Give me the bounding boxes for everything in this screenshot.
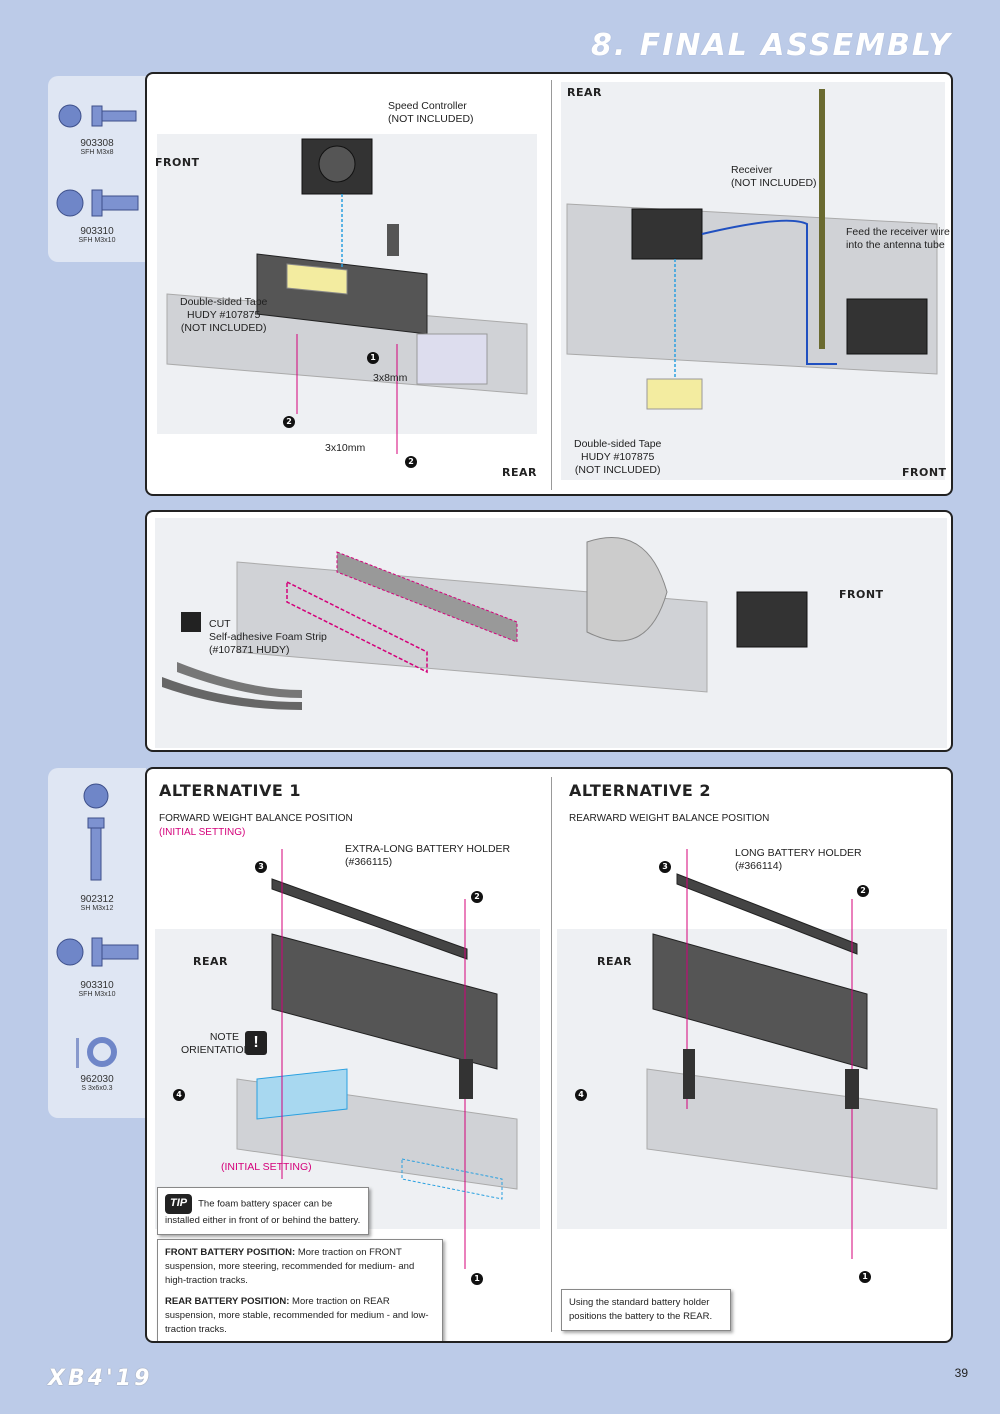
part-902312: 902312 SH M3x12 bbox=[48, 894, 146, 912]
step-badge: 1 bbox=[859, 1271, 871, 1283]
front-position-text: FRONT BATTERY POSITION: More traction on… bbox=[165, 1247, 415, 1286]
section-title: 8. FINAL ASSEMBLY bbox=[591, 28, 952, 63]
alt2-title: ALTERNATIVE 2 bbox=[569, 781, 712, 800]
step-badge: 2 bbox=[471, 891, 483, 903]
warning-icon: ! bbox=[245, 1031, 267, 1055]
panel-foam-strip: FRONT CUT Self-adhesive Foam Strip (#107… bbox=[145, 510, 953, 752]
part-desc: SFH M3x10 bbox=[78, 237, 116, 244]
alt1-title: ALTERNATIVE 1 bbox=[159, 781, 302, 800]
alt2-subtitle: REARWARD WEIGHT BALANCE POSITION bbox=[569, 813, 770, 824]
rear-label: REAR bbox=[193, 955, 228, 968]
step-badge: 1 bbox=[471, 1273, 483, 1285]
tape-label: Double-sided Tape HUDY #107875 (NOT INCL… bbox=[180, 296, 268, 335]
part-desc: SFH M3x8 bbox=[80, 149, 114, 156]
part-code: 903310 bbox=[80, 226, 114, 237]
rear-label-alt2: REAR bbox=[597, 955, 632, 968]
screw-icons-top bbox=[56, 104, 139, 217]
part-code: 903308 bbox=[80, 138, 114, 149]
page-number: 39 bbox=[954, 1366, 968, 1380]
screw-icons-bottom bbox=[56, 783, 139, 1068]
step-badge: 4 bbox=[575, 1089, 587, 1101]
rear-label: REAR bbox=[502, 466, 537, 479]
part-962030: 962030 S 3x6x0.3 bbox=[48, 1074, 146, 1092]
initial-setting-label: (INITIAL SETTING) bbox=[221, 1161, 312, 1173]
panel-battery-alternatives: ALTERNATIVE 1 FORWARD WEIGHT BALANCE POS… bbox=[145, 767, 953, 1343]
alt2-holder-label: LONG BATTERY HOLDER (#366114) bbox=[735, 847, 862, 873]
feed-wire-label: Feed the receiver wire into the antenna … bbox=[846, 226, 950, 252]
part-desc: SFH M3x10 bbox=[78, 991, 116, 998]
part-903308: 903308 SFH M3x8 bbox=[48, 138, 146, 156]
front-label: FRONT bbox=[839, 588, 884, 601]
part-code: 962030 bbox=[80, 1074, 114, 1085]
step-badge: 3 bbox=[255, 861, 267, 873]
panel-divider bbox=[551, 80, 552, 490]
alt1-initial-setting: (INITIAL SETTING) bbox=[159, 827, 246, 838]
rear-label-right: REAR bbox=[567, 86, 602, 99]
tip-text: The foam battery spacer can be installed… bbox=[165, 1198, 361, 1226]
screw-3x10-label: 3x10mm bbox=[325, 442, 366, 454]
parts-sidebar-bottom: 902312 SH M3x12 903310 SFH M3x10 962030 … bbox=[48, 768, 146, 1118]
speed-controller-label: Speed Controller (NOT INCLUDED) bbox=[388, 100, 474, 126]
screw-3x8-label: 3x8mm bbox=[373, 372, 408, 384]
step-badge: 1 bbox=[367, 352, 379, 364]
battery-illustration bbox=[155, 849, 947, 1269]
cut-label: CUT Self-adhesive Foam Strip (#107871 HU… bbox=[209, 618, 327, 657]
alt1-holder-label: EXTRA-LONG BATTERY HOLDER (#366115) bbox=[345, 843, 511, 869]
step-badge: 2 bbox=[857, 885, 869, 897]
step-badge: 4 bbox=[173, 1089, 185, 1101]
panel-electronics: FRONT REAR Speed Controller (NOT INCLUDE… bbox=[145, 72, 953, 496]
front-label-right: FRONT bbox=[902, 466, 947, 479]
tip-tag: TIP bbox=[165, 1194, 193, 1214]
tape-label-right: Double-sided Tape HUDY #107875 (NOT INCL… bbox=[574, 438, 662, 477]
alt2-note-box: Using the standard battery holder positi… bbox=[561, 1289, 731, 1331]
parts-sidebar-top: 903308 SFH M3x8 903310 SFH M3x10 bbox=[48, 76, 146, 262]
part-903310: 903310 SFH M3x10 bbox=[48, 226, 146, 244]
part-code: 903310 bbox=[80, 980, 114, 991]
alt1-subtitle: FORWARD WEIGHT BALANCE POSITION bbox=[159, 813, 353, 824]
part-desc: S 3x6x0.3 bbox=[81, 1085, 113, 1092]
part-903310: 903310 SFH M3x10 bbox=[48, 980, 146, 998]
brand-logo: XB4'19 bbox=[48, 1366, 153, 1391]
step-badge: 2 bbox=[405, 456, 417, 468]
note-orientation-label: NOTE ORIENTATION bbox=[181, 1031, 252, 1057]
part-desc: SH M3x12 bbox=[80, 905, 114, 912]
part-code: 902312 bbox=[80, 894, 114, 905]
electronics-illustration bbox=[157, 82, 945, 480]
step-badge: 3 bbox=[659, 861, 671, 873]
panel-divider bbox=[551, 777, 552, 1332]
foam-strip-illustration bbox=[155, 518, 947, 748]
step-badge: 2 bbox=[283, 416, 295, 428]
receiver-label: Receiver (NOT INCLUDED) bbox=[731, 164, 817, 190]
battery-position-box: FRONT BATTERY POSITION: More traction on… bbox=[157, 1239, 443, 1341]
front-label: FRONT bbox=[155, 156, 200, 169]
rear-position-text: REAR BATTERY POSITION: More traction on … bbox=[165, 1296, 429, 1335]
